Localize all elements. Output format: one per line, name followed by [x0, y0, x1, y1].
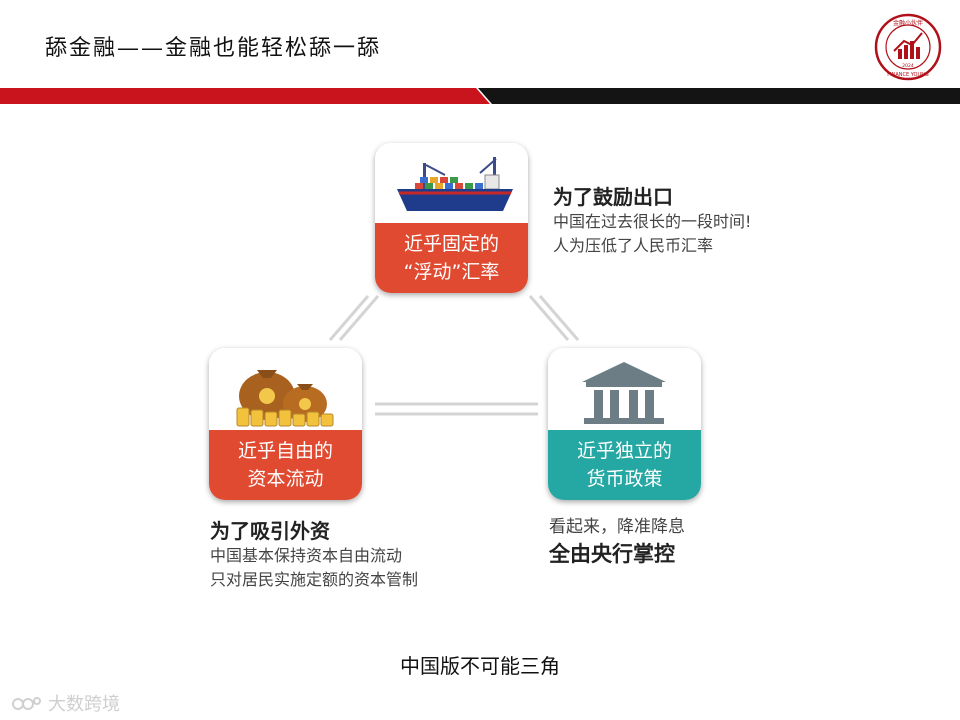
top-note-line1: 中国在过去很长的一段时间!	[553, 212, 752, 231]
left-note-line1: 中国基本保持资本自由流动	[210, 546, 403, 565]
right-card-label-line1: 近乎独立的	[576, 440, 672, 462]
watermark-logo-icon	[12, 697, 41, 710]
card-independent-monetary-policy: 近乎独立的 货币政策	[548, 348, 701, 500]
money-bags-icon	[236, 370, 334, 427]
card-fixed-exchange-rate: 近乎固定的 “浮动”汇率	[375, 143, 528, 293]
top-card-label-line1: 近乎固定的	[403, 233, 499, 255]
watermark: 大数跨境	[12, 690, 120, 716]
finance-young-logo: 金融小伙伴 FINANCE YOUNG 2024	[874, 13, 942, 81]
top-card-label-line2: “浮动”汇率	[403, 261, 500, 283]
top-note-line2: 人为压低了人民币汇率	[553, 236, 714, 255]
svg-text:2024: 2024	[902, 63, 914, 69]
svg-text:金融小伙伴: 金融小伙伴	[893, 19, 923, 27]
right-note: 看起来，降准降息 全由央行掌控	[549, 515, 769, 567]
diagram-caption: 中国版不可能三角	[400, 654, 560, 678]
left-card-label-line1: 近乎自由的	[237, 440, 333, 462]
page-title: 舔金融——金融也能轻松舔一舔	[45, 36, 382, 61]
right-note-title: 全由央行掌控	[549, 542, 675, 566]
right-card-label-line2: 货币政策	[586, 468, 663, 490]
header-red-stripe	[0, 88, 490, 104]
top-note-title: 为了鼓励出口	[553, 185, 673, 209]
left-note-title: 为了吸引外资	[210, 519, 330, 543]
svg-text:FINANCE YOUNG: FINANCE YOUNG	[887, 72, 929, 78]
left-note: 为了吸引外资 中国基本保持资本自由流动 只对居民实施定额的资本管制	[210, 518, 510, 592]
top-note: 为了鼓励出口 中国在过去很长的一段时间! 人为压低了人民币汇率	[553, 184, 815, 258]
left-card-label-line2: 资本流动	[247, 468, 324, 490]
watermark-text: 大数跨境	[48, 694, 120, 715]
cargo-ship-icon	[397, 157, 513, 211]
header-black-stripe	[478, 88, 960, 104]
bank-building-icon	[582, 362, 666, 424]
left-note-line2: 只对居民实施定额的资本管制	[210, 570, 419, 589]
right-note-line1: 看起来，降准降息	[549, 517, 685, 537]
card-free-capital-flow: 近乎自由的 资本流动	[209, 348, 362, 500]
